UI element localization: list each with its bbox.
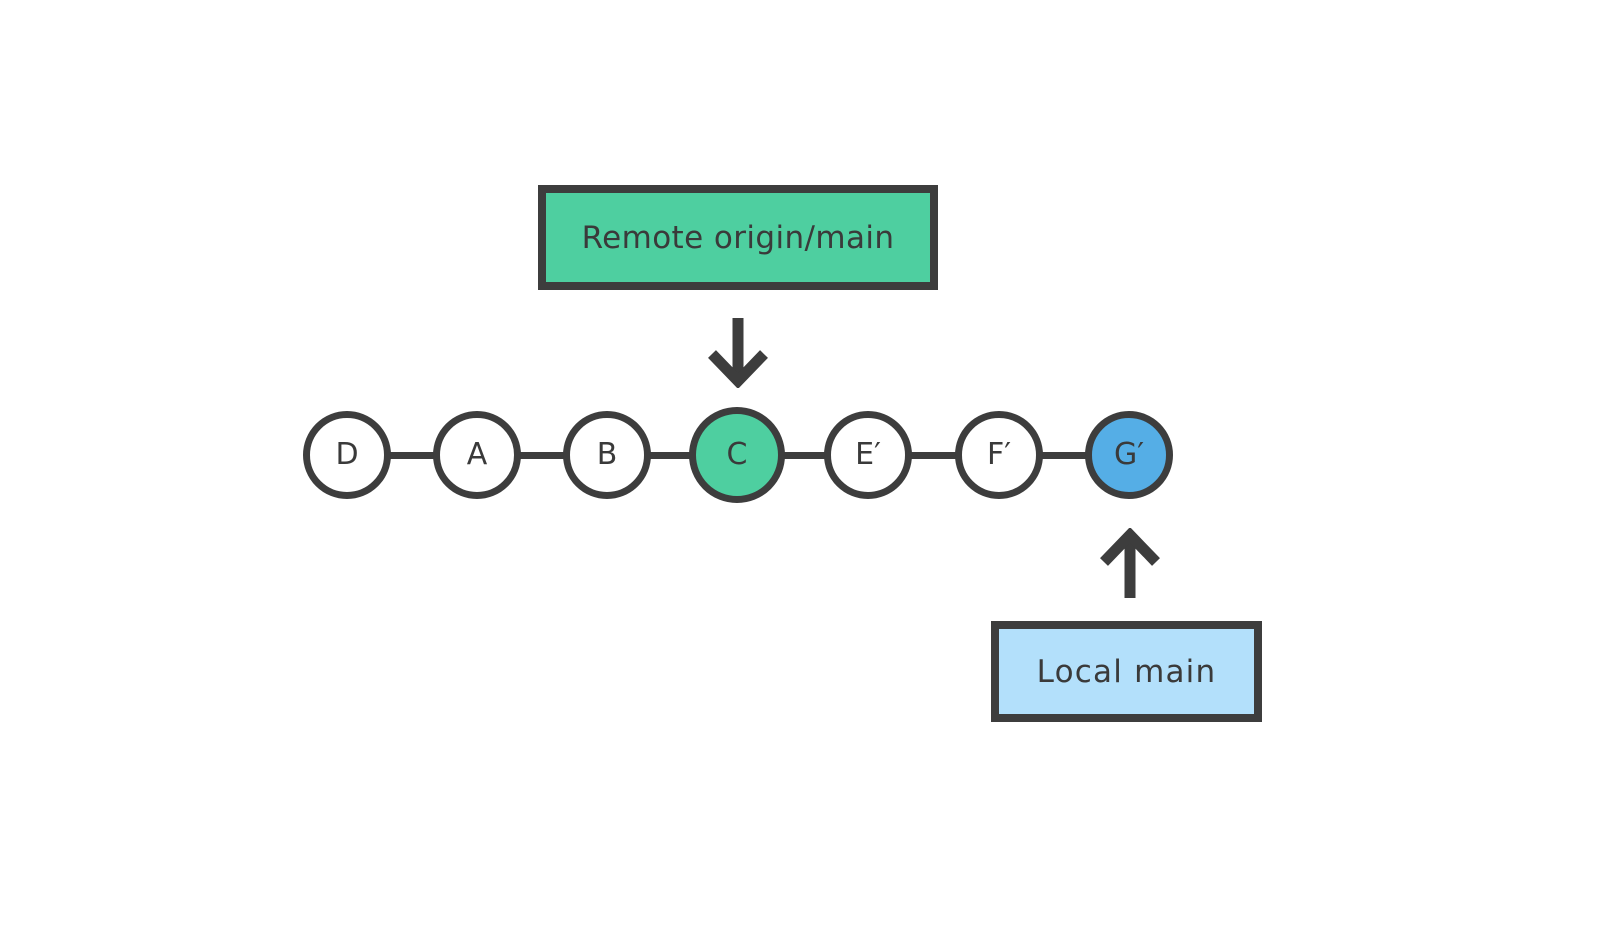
commit-node-b[interactable]: B (563, 411, 651, 499)
connector-d-a (388, 452, 436, 459)
local-pointer-arrow-up-icon (1100, 528, 1160, 598)
commit-label-d: D (335, 437, 359, 472)
commit-node-d[interactable]: D (303, 411, 391, 499)
commit-label-a: A (466, 437, 488, 472)
commit-label-e-prime: E′ (855, 437, 881, 472)
connector-a-b (518, 452, 566, 459)
connector-e-f (909, 452, 957, 459)
remote-origin-main-label: Remote origin/main (581, 219, 895, 256)
commit-node-g-prime[interactable]: G′ (1085, 411, 1173, 499)
commit-node-e-prime[interactable]: E′ (824, 411, 912, 499)
local-main-box[interactable]: Local main (991, 621, 1262, 722)
commit-label-g-prime: G′ (1113, 437, 1145, 472)
remote-pointer-arrow-down-icon (708, 318, 768, 388)
local-main-label: Local main (1036, 653, 1217, 690)
commit-node-f-prime[interactable]: F′ (955, 411, 1043, 499)
connector-c-e (782, 452, 827, 459)
connector-f-g (1040, 452, 1088, 459)
remote-origin-main-box[interactable]: Remote origin/main (538, 185, 938, 290)
commit-label-c: C (726, 437, 748, 472)
commit-node-a[interactable]: A (433, 411, 521, 499)
commit-node-c[interactable]: C (689, 407, 785, 503)
commit-label-b: B (596, 437, 618, 472)
commit-label-f-prime: F′ (986, 437, 1012, 472)
connector-b-c (648, 452, 692, 459)
